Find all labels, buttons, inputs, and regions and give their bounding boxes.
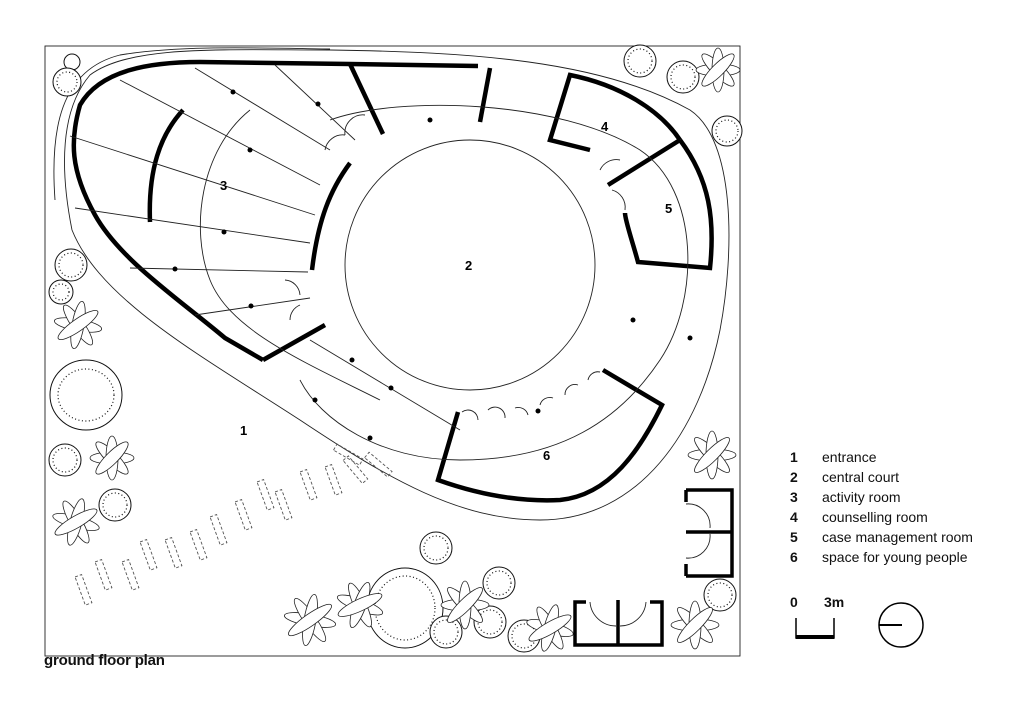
scale-start-label: 0	[790, 594, 798, 610]
drawing-title: ground floor plan	[44, 652, 165, 669]
column-dots	[172, 89, 693, 441]
central-court-ring	[344, 139, 596, 391]
legend-label: activity room	[822, 489, 901, 505]
activity-room-grid-lines	[69, 64, 461, 431]
legend-item: 3 activity room	[790, 487, 973, 507]
legend-label: counselling room	[822, 509, 928, 525]
room-label-1: 1	[240, 423, 247, 438]
toilet-block-right	[684, 488, 734, 578]
case-mgmt-room-wall	[622, 138, 714, 271]
door-swings	[284, 114, 626, 421]
legend-item: 1 entrance	[790, 447, 973, 467]
legend-item: 6 space for young people	[790, 547, 973, 567]
legend-number: 5	[790, 529, 798, 545]
legend-item: 5 case management room	[790, 527, 973, 547]
legend-number: 1	[790, 449, 798, 465]
north-arrow-circle-icon	[878, 602, 924, 648]
counselling-room-wall	[547, 72, 682, 153]
room-label-5: 5	[665, 201, 672, 216]
legend-number: 4	[790, 509, 798, 525]
legend-item: 4 counselling room	[790, 507, 973, 527]
wall-top-right	[477, 67, 493, 123]
court-outer-ring	[299, 104, 689, 461]
legend-item: 2 central court	[790, 467, 973, 487]
legend-label: central court	[822, 469, 900, 485]
activity-arc	[199, 109, 381, 401]
legend-label: case management room	[822, 529, 973, 545]
shrubs	[48, 44, 743, 653]
room-legend: 1 entrance 2 central court 3 activity ro…	[790, 447, 973, 567]
activity-room-inner-arc	[147, 108, 185, 223]
room-4-5-divider	[606, 138, 682, 187]
room-label-3: 3	[220, 178, 227, 193]
wall-top-segment	[347, 63, 386, 135]
legend-label: entrance	[822, 449, 877, 465]
leafy-plants	[52, 47, 741, 652]
legend-label: space for young people	[822, 549, 968, 565]
outer-path-line-2	[53, 47, 331, 201]
outer-path-line	[64, 49, 730, 521]
building-outer-wall	[71, 59, 479, 362]
site-boundary	[44, 45, 741, 657]
room-label-2: 2	[465, 258, 472, 273]
legend-number: 6	[790, 549, 798, 565]
activity-room-court-wall	[309, 161, 352, 271]
room-label-4: 4	[601, 119, 609, 134]
scale-end-label: 3m	[824, 594, 845, 610]
legend-number: 3	[790, 489, 798, 505]
stepping-stones	[74, 443, 393, 606]
room-6-wall	[435, 368, 665, 503]
activity-room-south-wall	[261, 323, 327, 362]
toilet-block-bottom	[573, 600, 664, 647]
room-label-6: 6	[543, 448, 550, 463]
scale-bar-fill	[796, 635, 834, 639]
legend-number: 2	[790, 469, 798, 485]
